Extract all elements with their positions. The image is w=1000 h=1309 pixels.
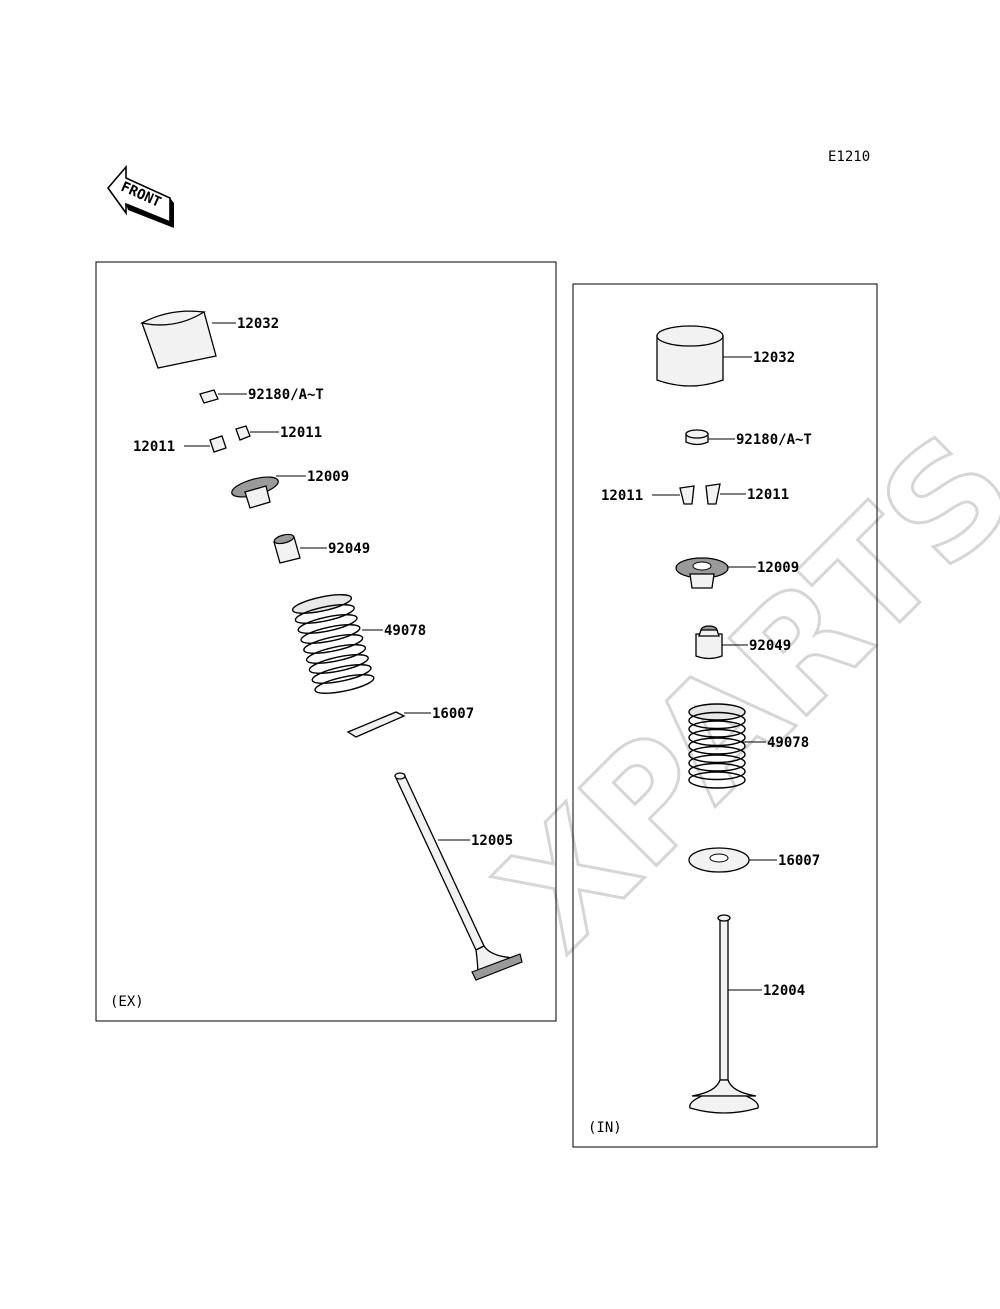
ex-label-shim: 92180/A~T (248, 387, 324, 403)
in-label-stem-seal: 92049 (749, 638, 791, 654)
in-valve (689, 914, 759, 1114)
ex-retainer (231, 476, 279, 509)
exhaust-panel (95, 261, 557, 1022)
ex-tappet (140, 310, 217, 369)
in-label-valve: 12004 (763, 983, 805, 999)
ex-label-spring: 49078 (384, 623, 426, 639)
front-arrow-icon: FRONT (106, 164, 174, 228)
in-retainer (675, 557, 729, 589)
in-tappet (656, 325, 724, 387)
ex-valve (394, 772, 523, 981)
ex-label-stem-seal: 92049 (328, 541, 370, 557)
in-spring (688, 703, 746, 789)
in-keeper-left (679, 485, 695, 505)
intake-panel (572, 283, 878, 1148)
ex-keeper-right (235, 425, 251, 441)
ex-stem-seal (273, 533, 301, 564)
ex-label-retainer: 12009 (307, 469, 349, 485)
in-label-retainer: 12009 (757, 560, 799, 576)
in-label-spring: 49078 (767, 735, 809, 751)
exhaust-tag: (EX) (110, 994, 144, 1010)
diagram-code: E1210 (828, 149, 870, 165)
in-stem-seal (695, 625, 723, 660)
in-label-seat: 16007 (778, 853, 820, 869)
intake-tag: (IN) (588, 1120, 622, 1136)
ex-label-keeper-left: 12011 (133, 439, 175, 455)
ex-spring (291, 594, 375, 694)
ex-shim (199, 389, 219, 404)
watermark: XPARTS (467, 402, 1000, 983)
ex-seat (346, 711, 406, 738)
in-label-tappet: 12032 (753, 350, 795, 366)
in-label-shim: 92180/A~T (736, 432, 812, 448)
ex-label-seat: 16007 (432, 706, 474, 722)
ex-label-tappet: 12032 (237, 316, 279, 332)
in-seat (688, 847, 750, 873)
in-label-keeper-right: 12011 (747, 487, 789, 503)
ex-label-keeper-right: 12011 (280, 425, 322, 441)
ex-keeper-left (209, 435, 227, 453)
in-keeper-right (705, 483, 721, 505)
ex-label-valve: 12005 (471, 833, 513, 849)
in-shim (685, 429, 709, 446)
in-label-keeper-left: 12011 (601, 488, 643, 504)
